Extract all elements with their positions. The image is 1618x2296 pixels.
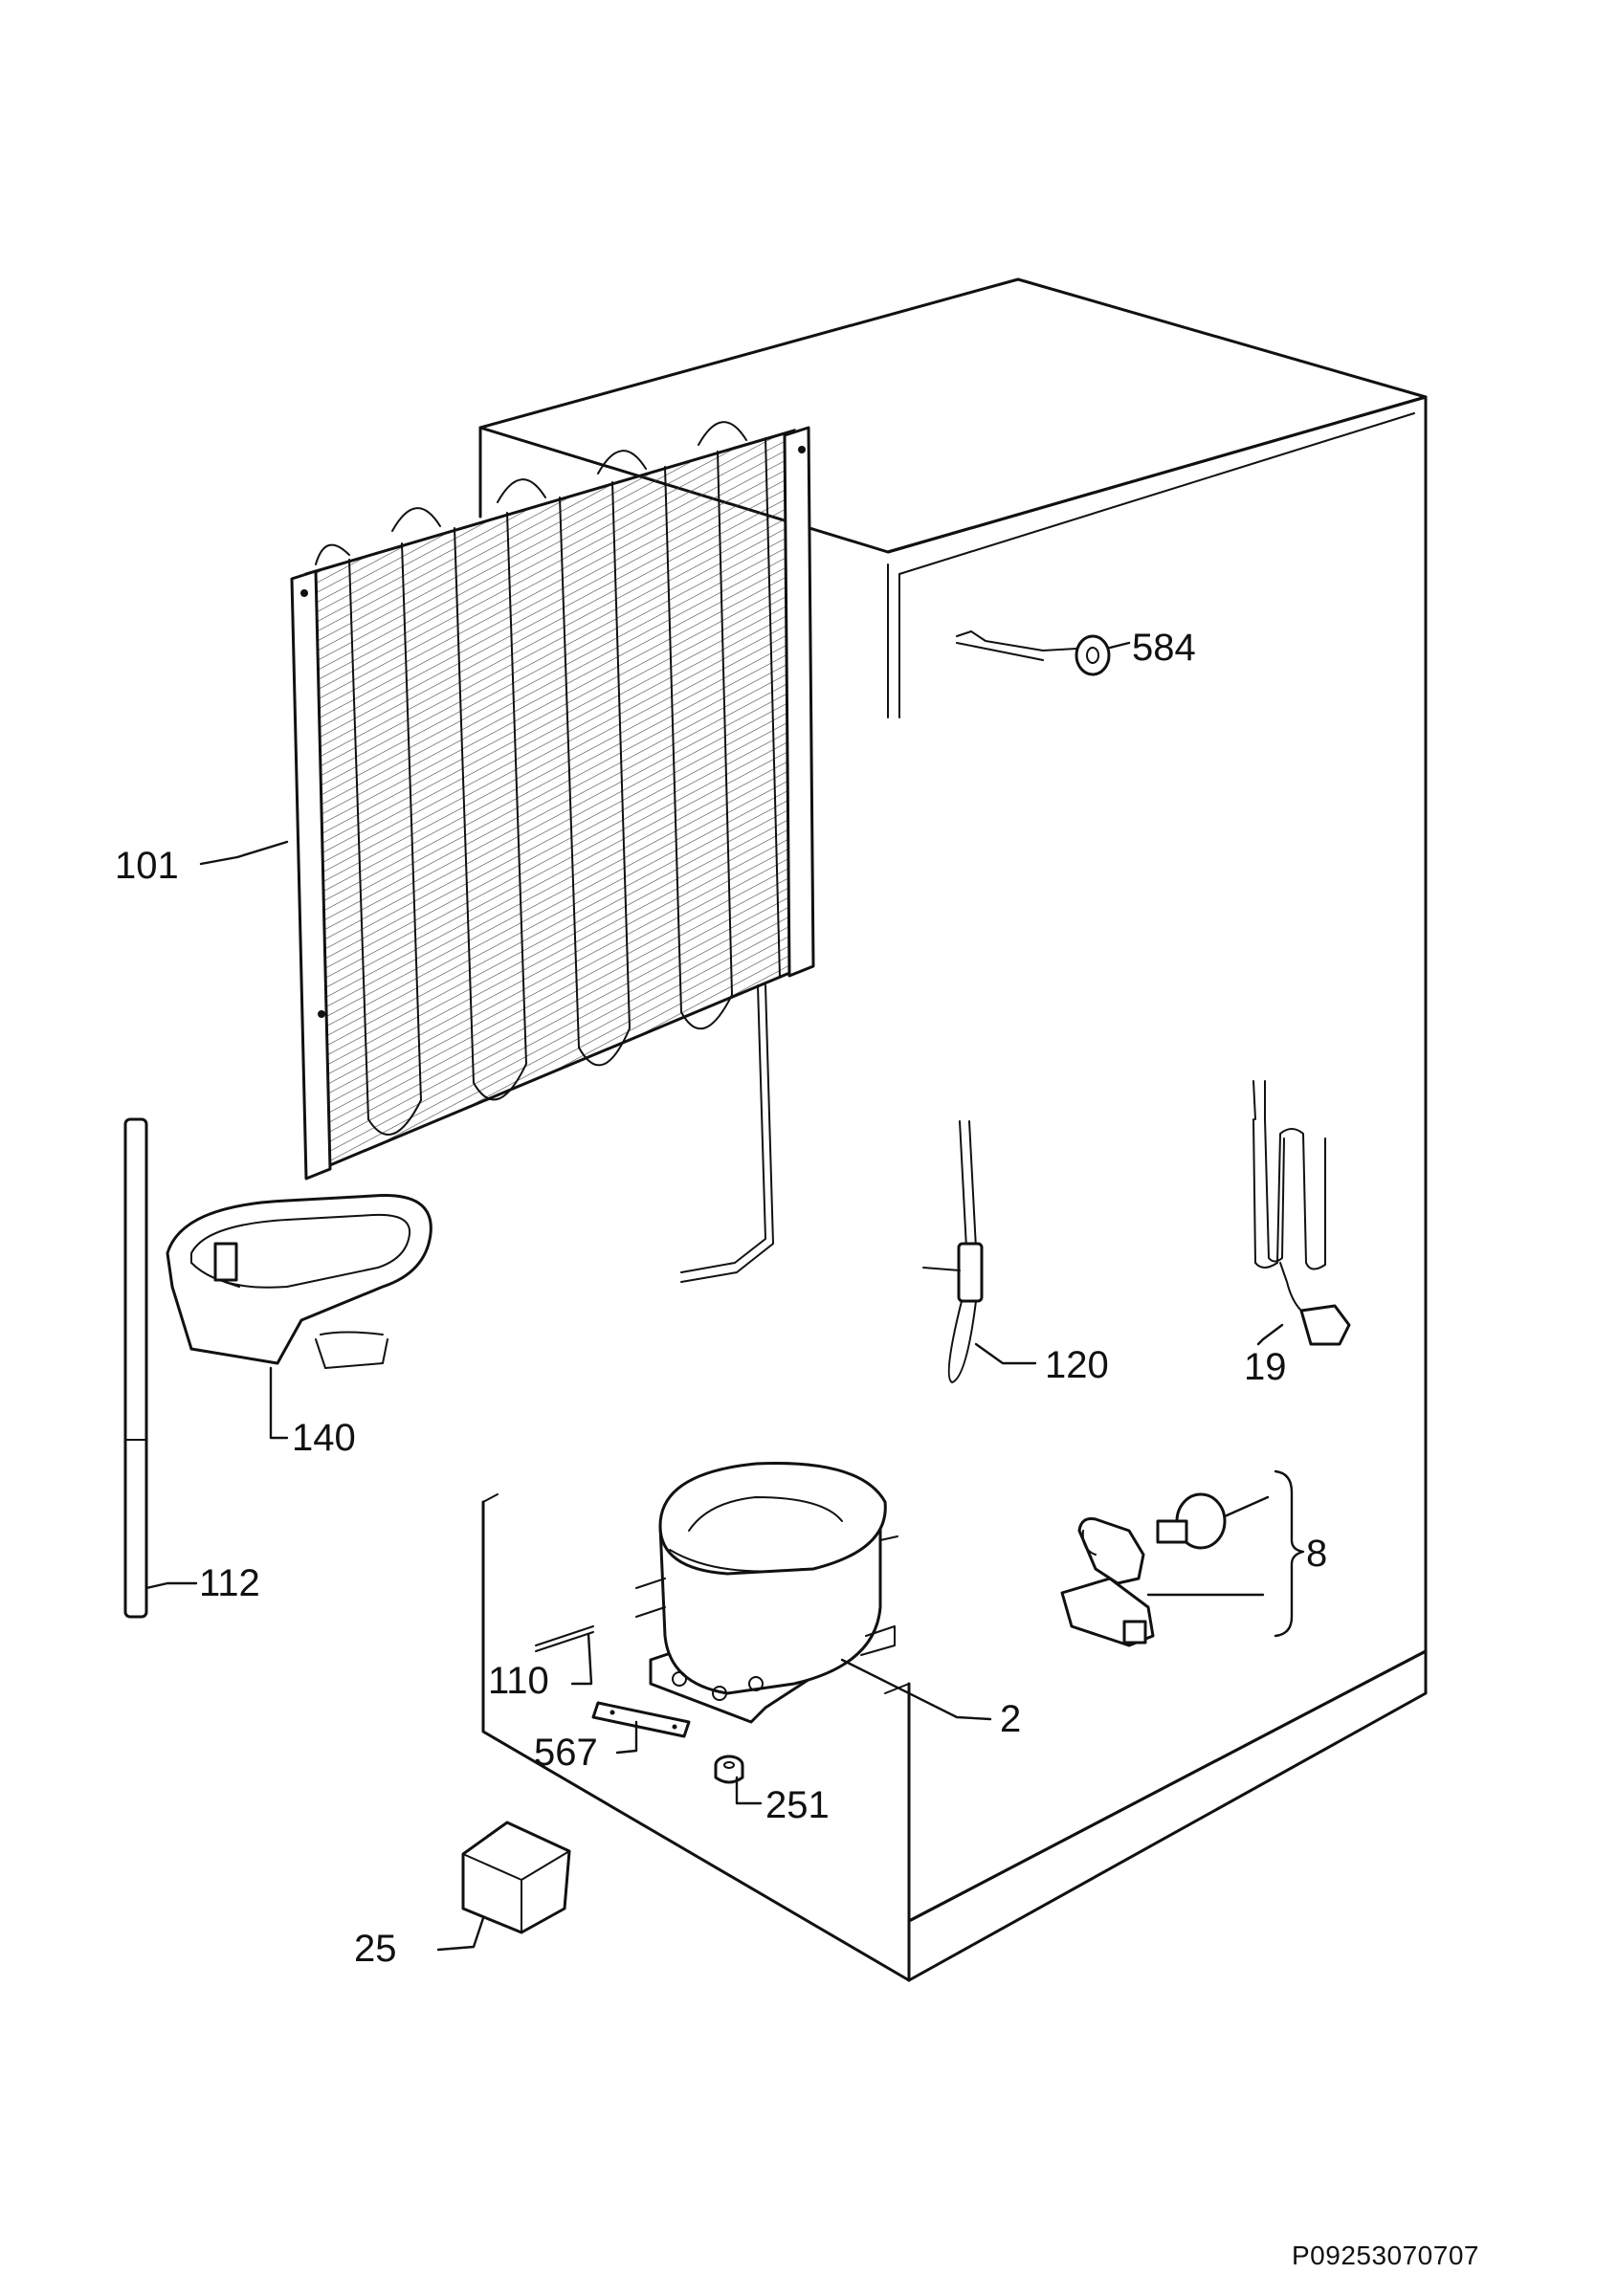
power-cord [1252, 1080, 1351, 1346]
relay-box [461, 1821, 571, 1934]
mounting-plate [591, 1701, 691, 1738]
callout-labels: 584 101 140 112 120 19 8 110 2 567 251 2… [115, 627, 1327, 1970]
callout-25: 25 [354, 1928, 397, 1970]
compressor [635, 1462, 898, 1724]
callout-110: 110 [488, 1660, 549, 1702]
callout-19: 19 [1244, 1346, 1287, 1388]
callout-2: 2 [1000, 1698, 1021, 1740]
leader-lines [144, 641, 1305, 1952]
starter-relay [1060, 1492, 1227, 1647]
rubber-grommet [714, 1755, 744, 1784]
callout-140: 140 [292, 1417, 356, 1459]
drawing-reference-code: P09253070707 [1292, 2241, 1479, 2270]
callout-584: 584 [1132, 627, 1196, 669]
drain-tube [123, 1117, 148, 1619]
filler-pipe [535, 1625, 594, 1652]
callout-8: 8 [1306, 1533, 1327, 1575]
callout-567: 567 [534, 1732, 598, 1774]
evaporation-tray [166, 1194, 432, 1369]
callout-112: 112 [199, 1562, 260, 1604]
callout-120: 120 [1045, 1344, 1109, 1386]
callout-251: 251 [765, 1784, 830, 1826]
condenser [290, 421, 815, 1283]
capillary-sensor [922, 1120, 984, 1383]
door-switch [956, 630, 1111, 676]
callout-101: 101 [115, 845, 179, 887]
